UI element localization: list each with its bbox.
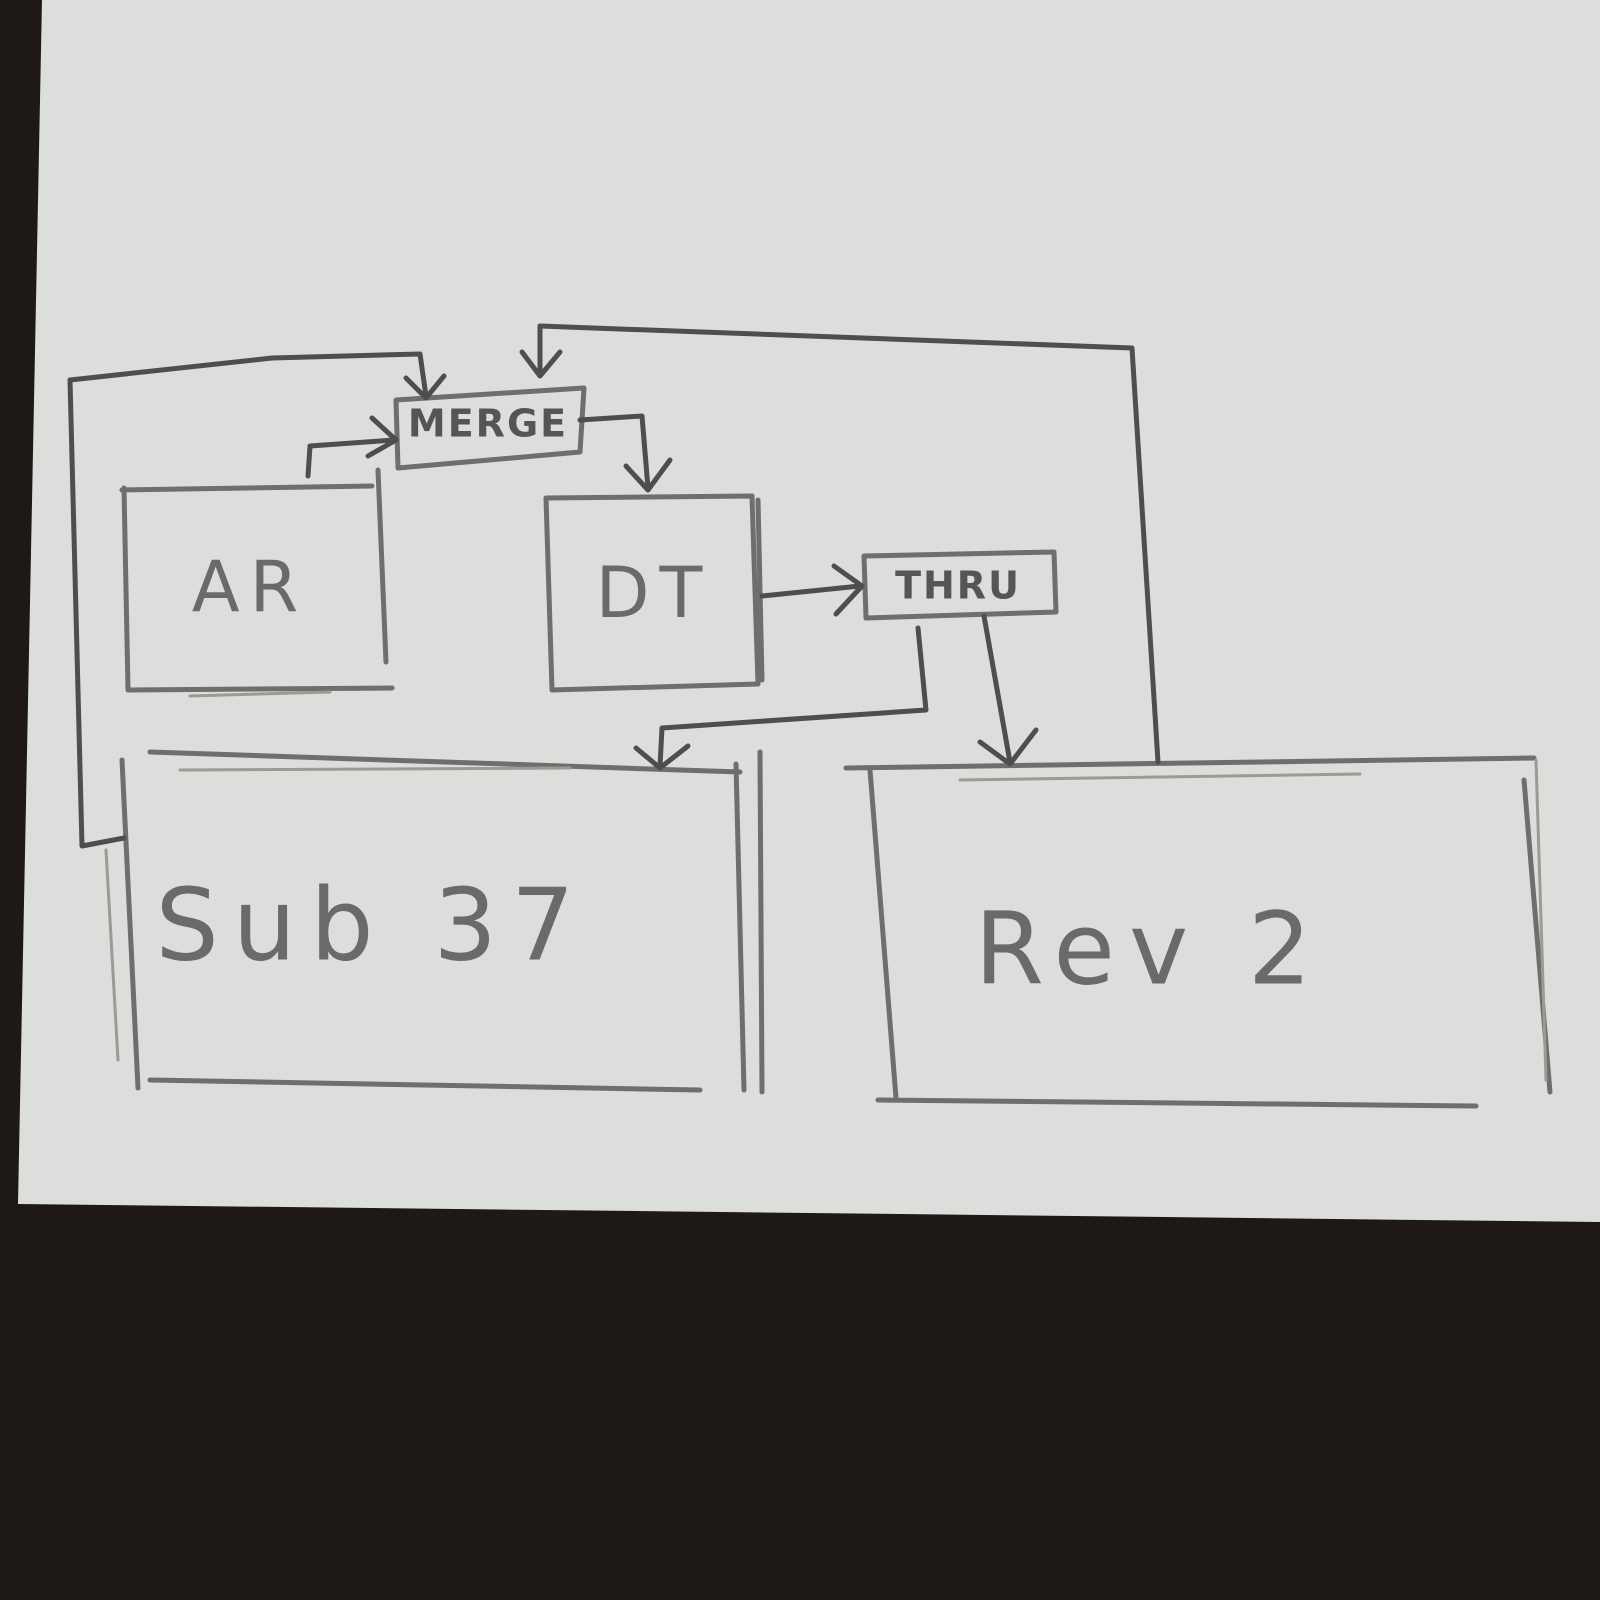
node-merge: MERGE: [393, 385, 587, 471]
node-thru-label: THRU: [895, 564, 1021, 608]
edge-merge-to-dt: [577, 413, 673, 493]
node-sub37: Sub 37: [104, 749, 765, 1095]
node-merge-label: MERGE: [408, 402, 568, 446]
node-dt: DT: [543, 493, 765, 693]
node-thru: THRU: [861, 549, 1059, 621]
node-dt-label: DT: [596, 552, 713, 634]
node-ar: AR: [119, 467, 395, 698]
edge-thru-to-rev2: [977, 613, 1039, 767]
node-sub37-label: Sub 37: [155, 866, 588, 983]
edge-ar-to-merge: [305, 415, 399, 479]
edge-sub37-to-merge: [67, 351, 447, 849]
paper-sheet: [18, 0, 1600, 1222]
node-rev2-label: Rev 2: [974, 890, 1325, 1007]
edge-rev2-to-merge: [519, 323, 1161, 765]
node-rev2: Rev 2: [843, 755, 1553, 1109]
edge-dt-to-thru: [759, 563, 865, 617]
node-ar-label: AR: [192, 546, 309, 628]
edge-thru-to-sub37: [633, 625, 929, 771]
